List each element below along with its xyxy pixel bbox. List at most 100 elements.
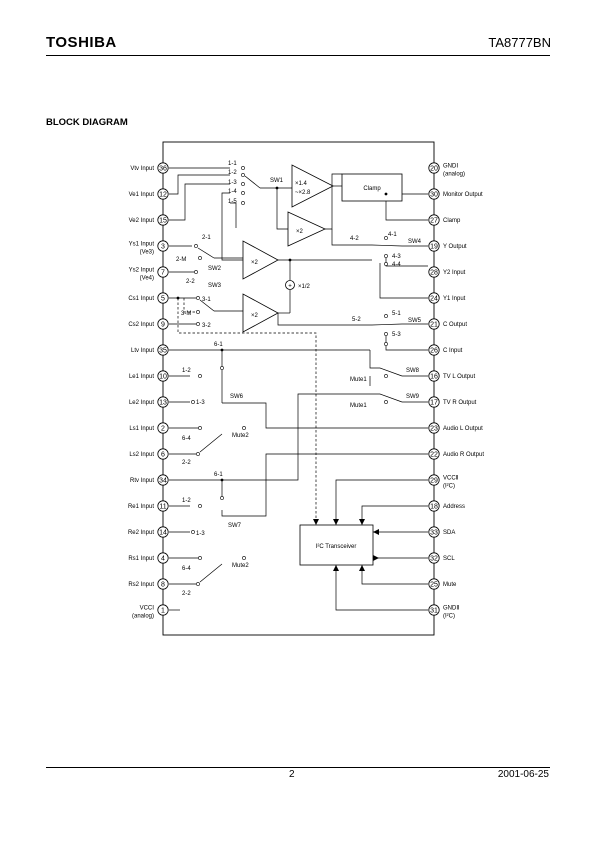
pin-circle: [157, 578, 169, 590]
pin-label: Rs2 Input: [128, 582, 154, 588]
c1-2: 1-2: [228, 170, 237, 176]
pin-number: 27: [430, 217, 438, 224]
pin-label: SCL: [443, 556, 455, 562]
pin-label: Ve1 Input: [129, 192, 155, 198]
arrowheads: [313, 519, 379, 571]
right-pin-32: 32 SCL: [428, 552, 455, 564]
amp-c-gain: ×2: [251, 313, 259, 319]
section-title: BLOCK DIAGRAM: [46, 117, 128, 128]
pin-label: Y1 Input: [443, 296, 466, 302]
pin-number: 20: [430, 165, 438, 172]
pin-number: 32: [430, 555, 438, 562]
pin-label: Rtv Input: [130, 478, 154, 484]
c3-1: 3-1: [202, 297, 211, 303]
c1-3: 1-3: [228, 180, 237, 186]
pin-label: Le2 Input: [129, 400, 154, 406]
header-rule: [46, 55, 550, 56]
pin-circle: [157, 162, 169, 174]
pin-number: 35: [159, 347, 167, 354]
footer-rule: [46, 767, 550, 768]
c5-1: 5-1: [392, 311, 401, 317]
pin-circle: [157, 526, 169, 538]
pin-circle: [428, 474, 440, 486]
c5-2: 5-2: [352, 317, 361, 323]
wiring: [169, 167, 428, 611]
right-pin-27: 27 Clamp: [428, 214, 461, 226]
pin-number: 4: [161, 555, 165, 562]
half-gain-label: ×1/2: [298, 284, 311, 290]
c2-m: 2-M: [176, 257, 186, 263]
pin-label: GNDⅠ: [443, 164, 458, 170]
pin-circle: [157, 344, 169, 356]
pin-label: Y2 Input: [443, 270, 466, 276]
pin-circle: [157, 370, 169, 382]
switch-contacts: [191, 166, 388, 586]
amp-sw1-gain: ×2: [296, 229, 304, 235]
amp-clamp-gain-line1: ×1.4: [295, 181, 308, 187]
control-lines: [177, 298, 317, 525]
pin-circle: [428, 162, 440, 174]
pin-circle: [428, 604, 440, 616]
pin-number: 23: [430, 425, 438, 432]
pin-circle: [157, 396, 169, 408]
pin-circle: [428, 214, 440, 226]
pin-circle: [428, 526, 440, 538]
pin-label: Re2 Input: [128, 530, 154, 536]
pin-number: 26: [430, 347, 438, 354]
pin-label: TV L Output: [443, 374, 475, 380]
pin-label: C Input: [443, 348, 463, 354]
mute1-a: Mute1: [350, 377, 367, 383]
part-number: TA8777BN: [488, 35, 551, 50]
pin-circle: [157, 188, 169, 200]
pin-label: VCCⅠ: [140, 606, 155, 612]
pin-circle: [157, 500, 169, 512]
pin-circle: [428, 552, 440, 564]
summing-plus: +: [288, 284, 292, 290]
pin-number: 1: [161, 607, 165, 614]
pin-number: 22: [430, 451, 438, 458]
pin-label: C Output: [443, 322, 467, 328]
pin-label: Address: [443, 504, 465, 510]
pin-label: Ve2 Input: [129, 218, 155, 224]
sw9-label: SW9: [406, 394, 420, 400]
c1-4: 1-4: [228, 189, 237, 195]
page-number: 2: [289, 769, 295, 780]
pin-label: Clamp: [443, 218, 461, 224]
pin-circle: [428, 396, 440, 408]
sw7-label: SW7: [228, 523, 242, 529]
pin-circle: [428, 500, 440, 512]
pin-number: 3: [161, 243, 165, 250]
pin-sublabel: (analog): [132, 614, 154, 620]
sw5-label: SW5: [408, 318, 422, 324]
sw8-label: SW8: [406, 368, 420, 374]
c7-22: 2-2: [182, 591, 191, 597]
pin-number: 25: [430, 581, 438, 588]
pin-number: 30: [430, 191, 438, 198]
clamp-label: Clamp: [363, 186, 381, 192]
c3-2: 3-2: [202, 323, 211, 329]
pin-label: Ltv Input: [131, 348, 154, 354]
pin-label: Audio L Output: [443, 426, 483, 432]
pin-label: Re1 Input: [128, 504, 154, 510]
pin-label: Le1 Input: [129, 374, 154, 380]
mute2-a: Mute2: [232, 433, 249, 439]
clamp-block: [341, 173, 403, 202]
pin-circle: [428, 344, 440, 356]
pin-number: 16: [430, 373, 438, 380]
summing-node: [285, 280, 295, 290]
c2-1: 2-1: [202, 235, 211, 241]
